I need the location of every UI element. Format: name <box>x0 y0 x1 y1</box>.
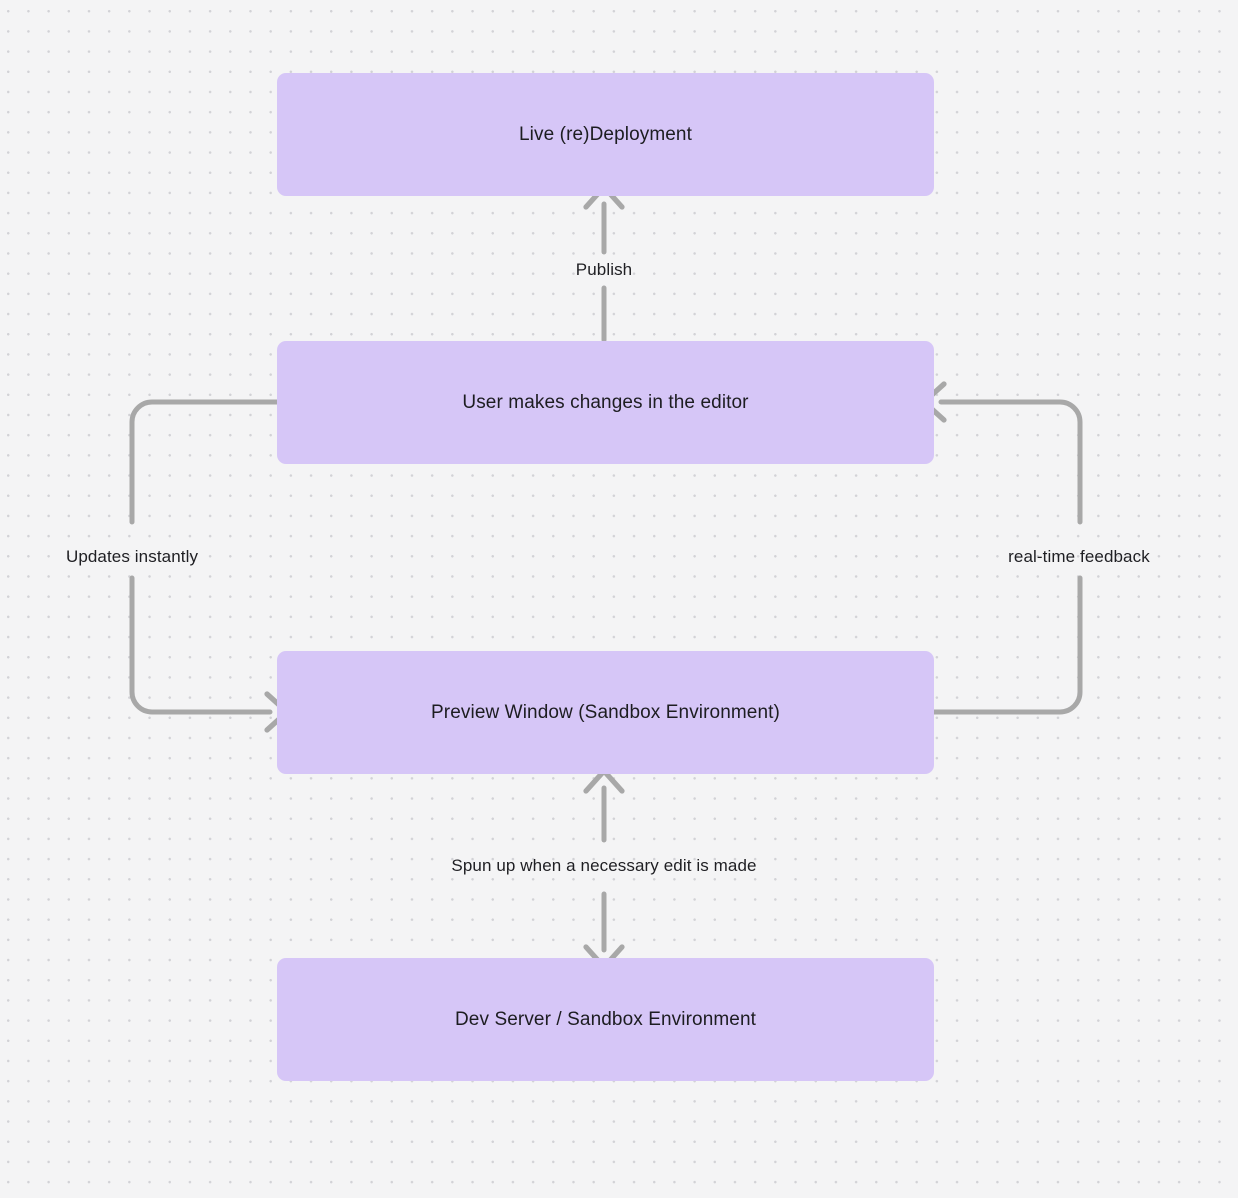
edge-label-publish: Publish <box>575 260 633 279</box>
node-user-editor[interactable]: User makes changes in the editor <box>277 341 934 464</box>
node-label: User makes changes in the editor <box>462 391 749 413</box>
edge-label-updates-instantly: Updates instantly <box>65 547 199 566</box>
node-label: Dev Server / Sandbox Environment <box>454 1008 756 1030</box>
node-dev-server[interactable]: Dev Server / Sandbox Environment <box>277 958 934 1081</box>
node-label: Live (re)Deployment <box>519 123 692 145</box>
edge-label-real-time-feedback: real-time feedback <box>1008 547 1150 566</box>
edge-label-spun-up: Spun up when a necessary edit is made <box>451 856 757 875</box>
node-live-deployment[interactable]: Live (re)Deployment <box>277 73 934 196</box>
node-preview-window[interactable]: Preview Window (Sandbox Environment) <box>277 651 934 774</box>
node-label: Preview Window (Sandbox Environment) <box>431 701 780 723</box>
